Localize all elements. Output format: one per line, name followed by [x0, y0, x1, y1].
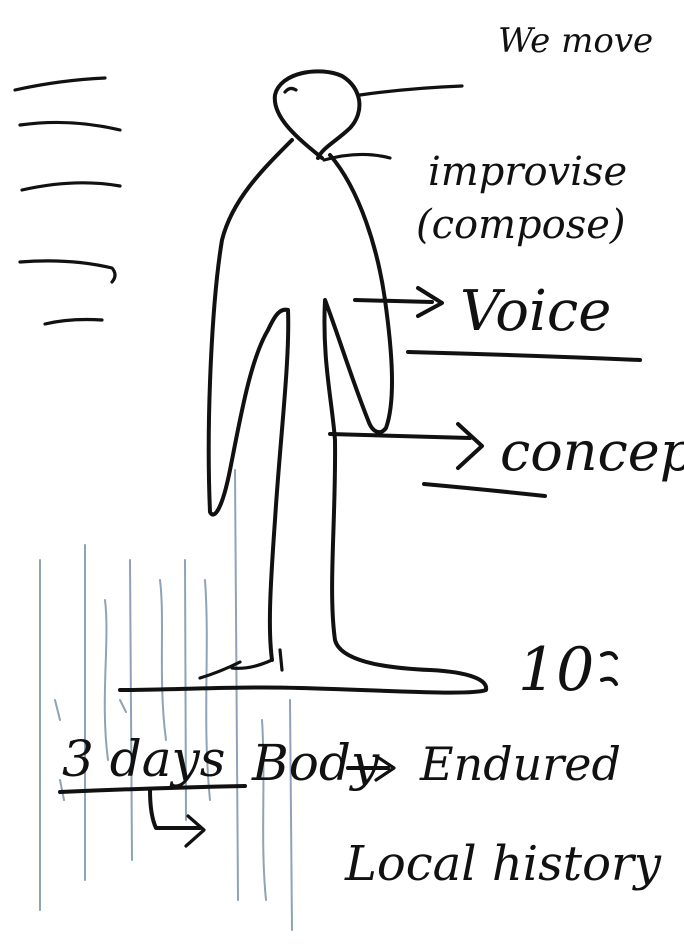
text-improvise: improvise [428, 149, 627, 195]
days-arrow-line [150, 790, 200, 828]
concept-arrow-line [330, 434, 470, 438]
bleed-through-text [40, 470, 292, 930]
voice-underline [408, 352, 640, 360]
text-voice: Voice [460, 279, 611, 344]
text-body: Body [251, 734, 380, 792]
text-compose: (compose) [416, 202, 626, 248]
days-arrow-icon [186, 816, 204, 846]
voice-arrow-line [355, 300, 432, 302]
text-days: 3 days [62, 730, 225, 788]
concept-arrow-icon [458, 424, 482, 468]
concept-underline [424, 484, 545, 496]
text-number: 10 [518, 635, 594, 705]
left-strokes [15, 78, 120, 324]
text-local-history: Local history [344, 836, 662, 892]
text-concept: concept [500, 420, 684, 483]
handwritten-annotations: We move improvise (compose) Voice concep… [62, 21, 684, 892]
text-endured: Endured [419, 737, 621, 791]
text-we: We move [498, 21, 653, 61]
equals-mark [602, 653, 616, 684]
